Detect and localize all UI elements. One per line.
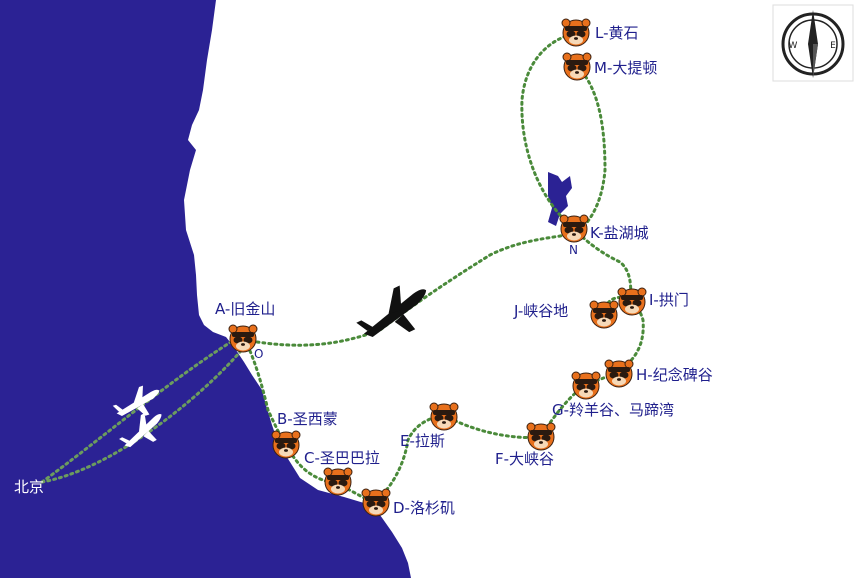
compass-west-label: W bbox=[789, 41, 798, 51]
stop-label-h: H-纪念碑谷 bbox=[636, 366, 713, 384]
bear-face-icon bbox=[604, 359, 634, 388]
route-e-to-f bbox=[442, 413, 542, 440]
bear-face-icon bbox=[429, 402, 459, 431]
bear-face-icon bbox=[228, 324, 258, 353]
stop-label-b: B-圣西蒙 bbox=[277, 410, 338, 428]
route-k-to-l bbox=[520, 31, 578, 230]
stop-label-g: G-羚羊谷、马蹄湾 bbox=[552, 401, 675, 419]
salt-lake-shape bbox=[548, 172, 572, 226]
stop-label-j: J-峡谷地 bbox=[514, 302, 569, 320]
stop-label-c: C-圣巴巴拉 bbox=[304, 449, 380, 467]
ocean-area bbox=[0, 0, 411, 578]
stop-label-l: L-黄石 bbox=[595, 24, 639, 42]
bear-face-icon bbox=[562, 52, 592, 81]
bear-face-icon bbox=[571, 371, 601, 400]
bear-face-icon bbox=[323, 467, 353, 496]
airplane-icon bbox=[349, 276, 440, 351]
flight-route-sf-saltlake bbox=[243, 232, 575, 347]
stop-label-m: M-大提顿 bbox=[594, 59, 658, 77]
compass-east-label: E bbox=[830, 41, 836, 51]
route-m-to-k bbox=[576, 65, 607, 230]
stop-label-f: F-大峡谷 bbox=[495, 450, 555, 468]
bear-face-icon bbox=[361, 488, 391, 517]
bear-face-icon bbox=[559, 214, 589, 243]
bear-face-icon bbox=[271, 430, 301, 459]
compass-icon bbox=[772, 4, 854, 82]
stop-label-e: E-拉斯 bbox=[400, 432, 445, 450]
stop-label-i: I-拱门 bbox=[649, 291, 689, 309]
marker-n: N bbox=[569, 243, 578, 257]
bear-face-icon bbox=[617, 287, 647, 316]
route-d-to-e bbox=[372, 413, 446, 505]
stop-label-k: K-盐湖城 bbox=[590, 224, 649, 242]
origin-city-label: 北京 bbox=[14, 478, 45, 496]
bear-face-icon bbox=[589, 300, 619, 329]
flight-route-outbound bbox=[40, 338, 236, 484]
origin-marker-o: O bbox=[254, 347, 264, 361]
stop-label-a: A-旧金山 bbox=[215, 300, 276, 318]
bear-face-icon bbox=[561, 18, 591, 47]
bear-face-icon bbox=[526, 422, 556, 451]
route-i-to-k bbox=[573, 228, 633, 302]
flight-route-return bbox=[40, 343, 248, 484]
stop-label-d: D-洛杉矶 bbox=[393, 499, 455, 517]
